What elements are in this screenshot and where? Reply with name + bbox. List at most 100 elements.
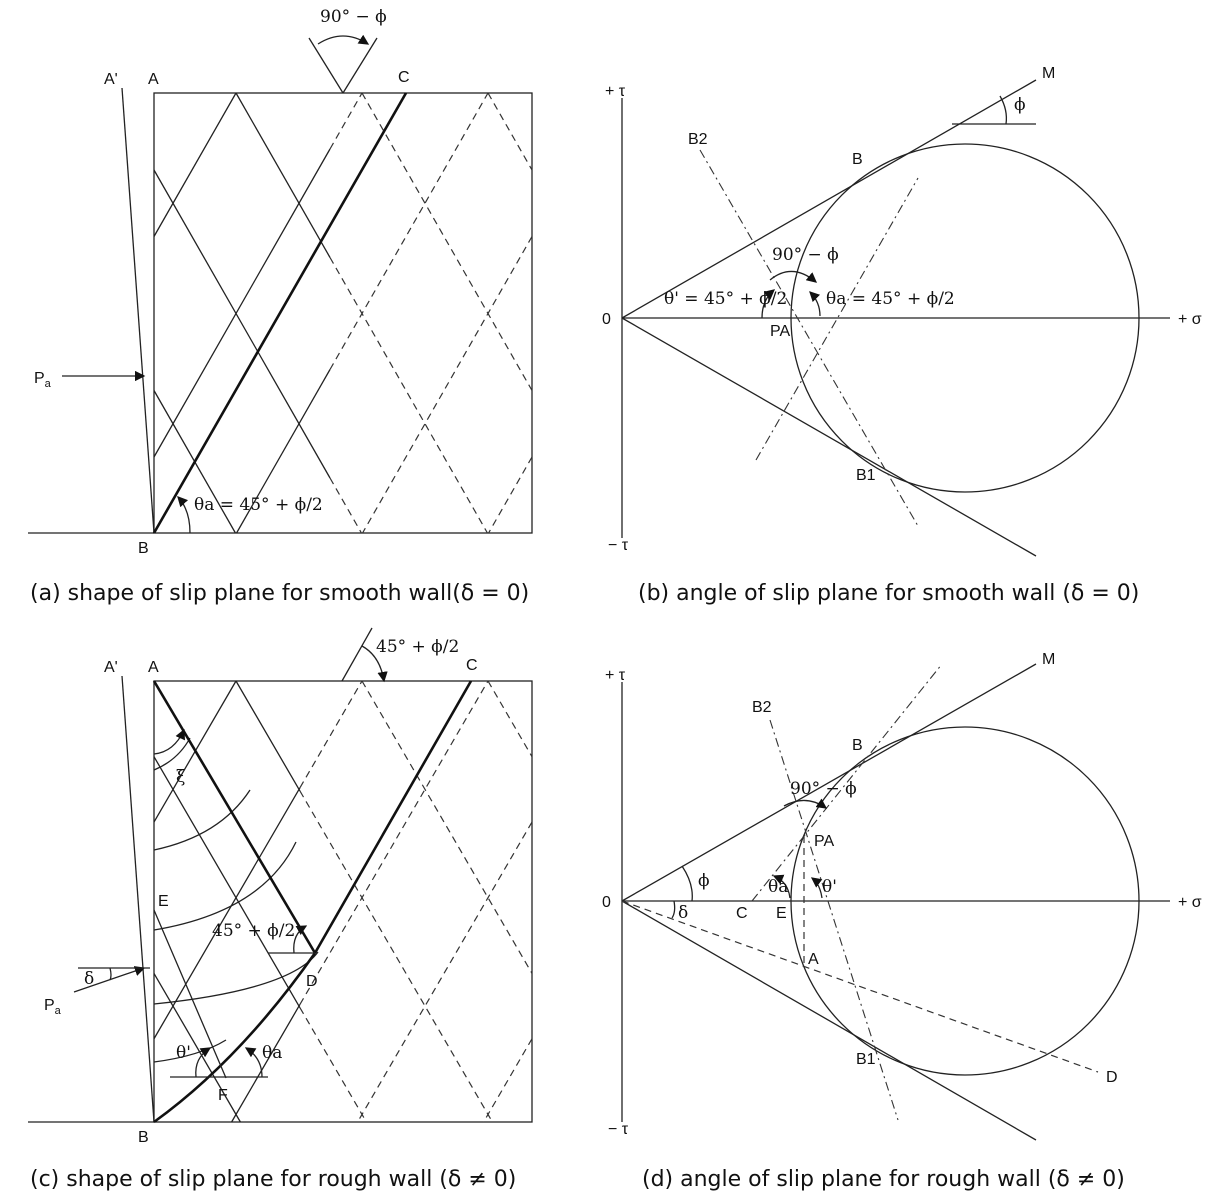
- grid-c-line-8: [153, 787, 301, 1040]
- grid-a-line-2: [329, 477, 362, 534]
- panel-c-caption: (c) shape of slip plane for rough wall (…: [30, 1167, 516, 1192]
- panel-d-label-delta: δ: [678, 903, 688, 923]
- panel-b-label-theta-a: θa = 45° + ϕ/2: [826, 289, 955, 309]
- panel-b-label-b: B: [852, 151, 863, 168]
- panel-a-slip-grid: [153, 92, 533, 534]
- panel-c-top-angle-arc: [361, 645, 388, 683]
- panel-d-label-c: C: [736, 905, 748, 922]
- panel-c-theta-a-arc: [244, 1047, 263, 1078]
- panel-a-theta-arc: [177, 496, 191, 534]
- grid-a-line-10: [236, 369, 331, 534]
- panel-c-line-e-f: [153, 909, 227, 1079]
- panel-d-mohr-circle: [790, 726, 1140, 1076]
- grid-a-line-13: [488, 456, 533, 534]
- grid-a-line-11: [329, 92, 489, 370]
- panel-a-theta-label: θa = 45° + ϕ/2: [194, 495, 323, 515]
- panel-b-90-arc: [769, 270, 817, 283]
- panel-c-pa-arrow: [73, 966, 146, 993]
- panel-a-slip-plane: [152, 92, 408, 534]
- panel-a-label-b: B: [138, 540, 149, 557]
- panel-b-line-pa-b: [755, 177, 919, 461]
- grid-c-line-11: [299, 680, 489, 1005]
- panel-d-line-o-d: [621, 900, 1099, 1073]
- grid-c-line-6: [487, 680, 533, 757]
- panel-c-label-pa: Pa: [44, 997, 62, 1017]
- panel-c-slip-curve-b-d: [153, 952, 317, 1124]
- panel-d-label-a: A: [808, 951, 819, 968]
- panel-d-theta-a-arc: [772, 874, 791, 899]
- panel-c-top-angle-ray: [341, 627, 373, 682]
- panel-c-label-a-prime: A': [104, 659, 118, 676]
- panel-c-label-delta: δ: [84, 969, 94, 989]
- panel-c-label-xi: ξ: [176, 767, 185, 787]
- panel-b-theta-prime-arc: [761, 289, 775, 319]
- panel-c: A' A C B E D F ξ δ Pa 45° + ϕ/2 45° + ϕ/…: [28, 627, 533, 1192]
- grid-a-line-4: [329, 257, 488, 534]
- panel-c-slip-line-a-d: [152, 680, 317, 954]
- panel-a-label-a: A: [148, 71, 159, 88]
- grid-c-line-9: [299, 680, 363, 788]
- panel-c-theta-prime-arc: [195, 1047, 212, 1078]
- panel-c-xi-arc: [153, 728, 185, 755]
- panel-d-line-b2-b1: [769, 719, 899, 1121]
- panel-d-label-theta-prime: θ': [822, 877, 837, 897]
- panel-c-label-f: F: [218, 1087, 228, 1104]
- panel-a-label-c: C: [398, 69, 410, 86]
- panel-b-theta-a-arc: [809, 291, 821, 317]
- panel-c-mid-angle-label: 45° + ϕ/2: [212, 921, 295, 941]
- panel-d-failure-envelope-lower: [621, 900, 1037, 1141]
- panel-d-theta-prime-arc: [810, 877, 823, 899]
- panel-a-top-angle-label: 90° − ϕ: [320, 7, 387, 27]
- panel-d-label-90-phi: 90° − ϕ: [790, 779, 857, 799]
- panel-d-label-b: B: [852, 737, 863, 754]
- panel-d-label-e: E: [776, 905, 787, 922]
- panel-b-phi-arc: [999, 95, 1008, 125]
- panel-c-label-b: B: [138, 1129, 149, 1146]
- panel-a-caption: (a) shape of slip plane for smooth wall(…: [30, 581, 529, 606]
- panel-c-label-d: D: [306, 973, 318, 990]
- panel-c-spiral-arc-3: [153, 841, 297, 931]
- grid-c-line-3: [235, 680, 301, 792]
- panel-b: + τ − τ + σ 0 M ϕ B2 B B1 PA 90° − ϕ θ' …: [602, 65, 1202, 606]
- panel-b-label-b1: B1: [856, 467, 876, 484]
- panel-d-label-b1: B1: [856, 1051, 876, 1068]
- panel-b-label-90-phi: 90° − ϕ: [772, 245, 839, 265]
- panel-d-label-pa: PA: [814, 833, 834, 850]
- grid-a-line-8: [153, 148, 331, 458]
- panel-b-line-b2-b1: [699, 149, 919, 527]
- grid-c-line-0: [153, 973, 241, 1123]
- panel-b-label-pa: PA: [770, 323, 790, 340]
- panel-b-label-phi: ϕ: [1014, 95, 1026, 115]
- panel-d-label-theta-a: θa: [768, 877, 788, 897]
- panel-d-90-arc: [783, 798, 828, 809]
- panel-b-failure-envelope-upper: [621, 79, 1037, 319]
- grid-c-line-10: [231, 1004, 301, 1123]
- panel-b-label-origin: 0: [602, 311, 611, 328]
- panel-d-phi-arc: [681, 865, 693, 902]
- grid-c-line-2: [299, 1007, 367, 1123]
- panel-b-failure-envelope-lower: [621, 317, 1037, 557]
- grid-a-line-3: [235, 92, 331, 258]
- grid-a-line-6: [487, 92, 533, 171]
- panel-c-theta-a-label: θa: [262, 1043, 282, 1063]
- panel-d-caption: (d) angle of slip plane for rough wall (…: [642, 1167, 1125, 1192]
- grid-c-line-4: [299, 790, 493, 1123]
- grid-c-line-5: [361, 680, 533, 974]
- panel-b-caption: (b) angle of slip plane for smooth wall …: [638, 581, 1139, 606]
- panel-a-angle-ray-left: [308, 37, 344, 94]
- panel-a-angle-ray-right: [342, 37, 378, 94]
- panel-d-line-c-m: [751, 663, 943, 902]
- panel-d-label-plus-sigma: + σ: [1178, 894, 1202, 911]
- grid-a-line-1: [153, 169, 331, 479]
- panel-c-wall-line: [121, 675, 155, 1123]
- panel-c-soil-box: [153, 680, 533, 1123]
- panel-b-mohr-circle: [790, 143, 1140, 493]
- panel-c-mid-angle-arc: [293, 925, 308, 954]
- panel-c-slip-line-d-c: [313, 680, 473, 954]
- panel-d-label-minus-tau: − τ: [608, 1121, 629, 1138]
- panel-c-spiral-arc-1: [153, 737, 191, 771]
- panel-b-label-b2: B2: [688, 131, 708, 148]
- panel-d-label-origin: 0: [602, 894, 611, 911]
- panel-c-label-e: E: [158, 893, 169, 910]
- grid-a-line-7: [153, 92, 237, 237]
